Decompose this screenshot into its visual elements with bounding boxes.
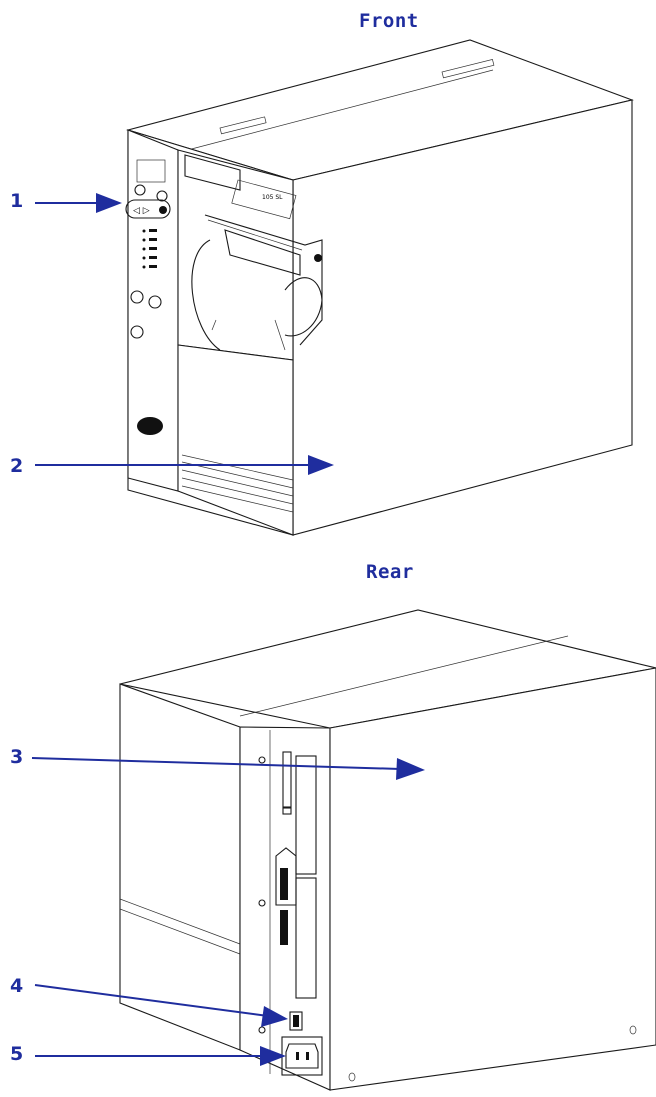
svg-text:105 SL: 105 SL — [262, 194, 283, 201]
callout-arrow-2 — [35, 455, 334, 475]
callout-number-1: 1 — [10, 190, 24, 212]
callout-arrow-1 — [35, 193, 122, 213]
callout-number-5: 5 — [10, 1043, 24, 1065]
callout-arrow-4 — [34, 984, 288, 1027]
rear-view-title: Rear — [366, 561, 414, 583]
callout-number-3: 3 — [10, 746, 24, 768]
callout-number-4: 4 — [10, 975, 24, 997]
front-view-title: Front — [359, 10, 419, 32]
svg-text:◁ ▷: ◁ ▷ — [133, 206, 150, 216]
callout-number-2: 2 — [10, 455, 24, 477]
callout-arrow-3 — [31, 757, 425, 780]
callout-arrow-5 — [35, 1046, 286, 1066]
